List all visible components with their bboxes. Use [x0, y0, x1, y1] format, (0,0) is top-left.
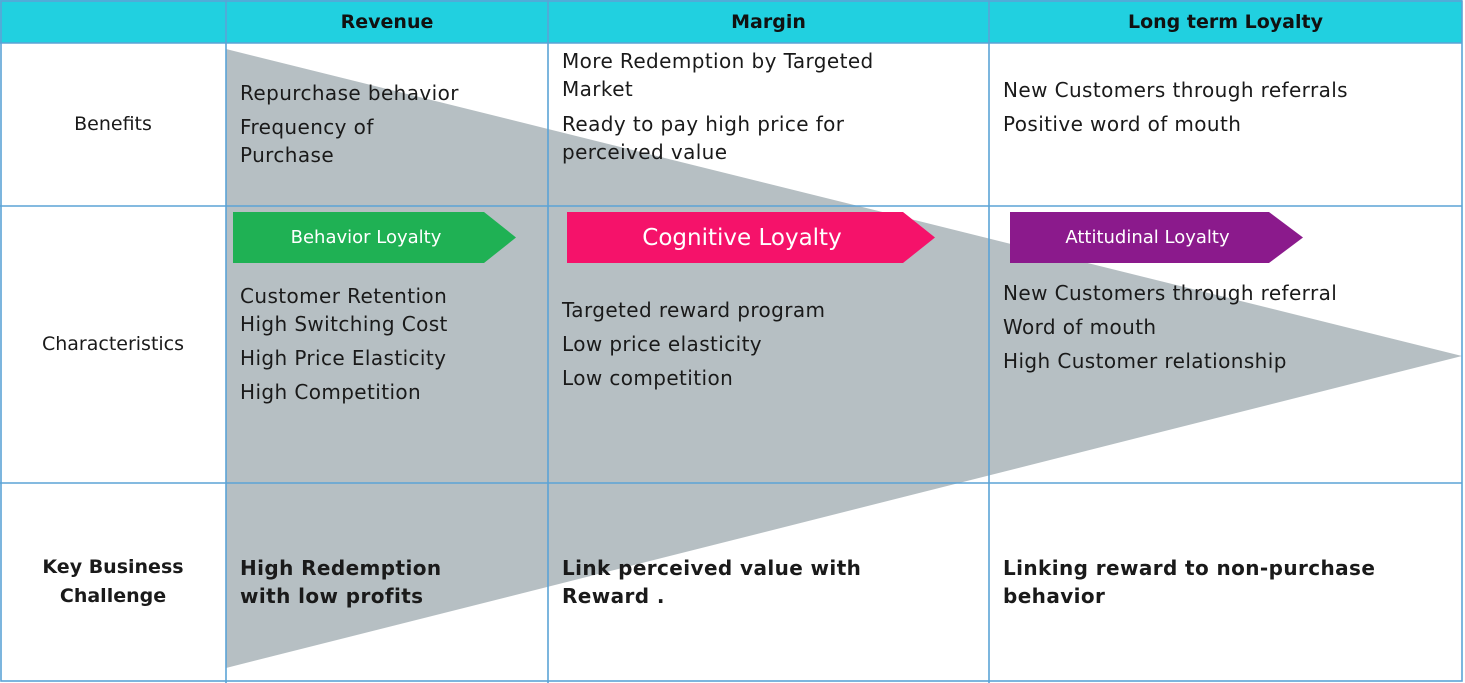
challenge-text: Linking reward to non-purchase — [1003, 556, 1376, 580]
challenge-text: Link perceived value with — [562, 556, 862, 580]
attitudinal-loyalty-arrow-shape — [1010, 212, 1303, 263]
characteristic-text: High Switching Cost — [240, 312, 448, 336]
row-label-characteristics: Characteristics — [41, 333, 185, 355]
characteristic-text: Low competition — [562, 366, 734, 390]
characteristic-text: New Customers through referral — [1003, 281, 1338, 305]
benefit-text: Frequency of — [240, 115, 374, 139]
characteristic-text: Low price elasticity — [562, 332, 763, 356]
benefit-text: Repurchase behavior — [240, 81, 459, 105]
row-label-key-business-challenge: Key Business Challenge — [0, 553, 226, 611]
cognitive-loyalty-label: Cognitive Loyalty — [642, 224, 842, 251]
characteristic-text: High Price Elasticity — [240, 346, 447, 370]
benefit-text: perceived value — [562, 140, 728, 164]
benefit-text: New Customers through referrals — [1003, 78, 1349, 102]
challenge-text: Reward . — [562, 584, 665, 608]
benefit-text: Ready to pay high price for — [562, 112, 845, 136]
characteristic-text: Targeted reward program — [562, 298, 826, 322]
characteristic-text: Customer Retention — [240, 284, 448, 308]
characteristic-text: High Customer relationship — [1003, 349, 1287, 373]
header-long-term-loyalty: Long term Loyalty — [989, 0, 1462, 43]
challenge-text: High Redemption — [240, 556, 442, 580]
characteristic-text: Word of mouth — [1003, 315, 1157, 339]
row-label-benefits: Benefits — [74, 113, 152, 135]
challenge-text: with low profits — [240, 584, 424, 608]
header-margin: Margin — [548, 0, 989, 43]
benefit-text: Positive word of mouth — [1003, 112, 1242, 136]
challenge-text: behavior — [1003, 584, 1106, 608]
behavior-loyalty-arrow-shape — [233, 212, 516, 263]
header-corner-cell — [0, 0, 226, 43]
row-label-line: Challenge — [59, 585, 167, 607]
row-label-line: Key Business — [42, 556, 184, 578]
funnel-shape — [226, 49, 1462, 668]
attitudinal-loyalty-label: Attitudinal Loyalty — [1065, 227, 1230, 248]
characteristic-text: High Competition — [240, 380, 422, 404]
cognitive-loyalty-arrow-shape — [567, 212, 935, 263]
behavior-loyalty-label: Behavior Loyalty — [290, 227, 442, 248]
benefit-text: More Redemption by Targeted — [562, 49, 874, 73]
header-revenue: Revenue — [226, 0, 548, 43]
benefit-text: Purchase — [240, 143, 335, 167]
benefit-text: Market — [562, 77, 634, 101]
